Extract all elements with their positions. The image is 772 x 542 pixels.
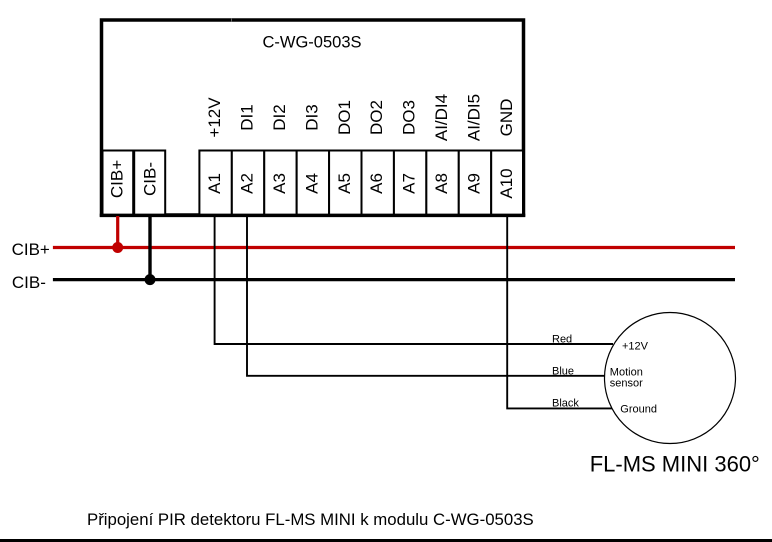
svg-text:A8: A8 <box>432 173 451 194</box>
svg-text:+12V: +12V <box>622 341 649 353</box>
svg-text:CIB-: CIB- <box>12 273 46 292</box>
svg-text:A5: A5 <box>335 173 354 194</box>
svg-text:AI/DI5: AI/DI5 <box>465 94 484 141</box>
svg-text:A7: A7 <box>400 173 419 194</box>
svg-text:DI3: DI3 <box>302 104 321 130</box>
svg-text:Blue: Blue <box>552 365 574 377</box>
svg-text:DI2: DI2 <box>270 104 289 130</box>
svg-text:sensor: sensor <box>610 378 643 390</box>
svg-text:CIB+: CIB+ <box>108 160 127 198</box>
svg-text:Ground: Ground <box>620 403 657 415</box>
svg-text:A10: A10 <box>497 168 516 198</box>
svg-text:Motion: Motion <box>610 366 643 378</box>
svg-text:Red: Red <box>552 333 572 345</box>
svg-text:CIB-: CIB- <box>140 162 159 196</box>
svg-text:+12V: +12V <box>205 97 224 138</box>
svg-text:DI1: DI1 <box>238 104 257 130</box>
svg-text:DO1: DO1 <box>335 100 354 135</box>
svg-text:FL-MS MINI 360°: FL-MS MINI 360° <box>590 452 760 477</box>
svg-text:A2: A2 <box>238 173 257 194</box>
svg-text:DO2: DO2 <box>367 100 386 135</box>
svg-text:A4: A4 <box>302 173 321 194</box>
svg-text:A1: A1 <box>205 173 224 194</box>
svg-text:C-WG-0503S: C-WG-0503S <box>262 33 361 51</box>
svg-text:GND: GND <box>497 99 516 137</box>
svg-text:A3: A3 <box>270 173 289 194</box>
svg-text:CIB+: CIB+ <box>12 240 50 259</box>
svg-text:Připojení PIR detektoru FL-MS: Připojení PIR detektoru FL-MS MINI k mod… <box>87 510 534 529</box>
svg-text:A6: A6 <box>367 173 386 194</box>
svg-text:A9: A9 <box>465 173 484 194</box>
svg-text:DO3: DO3 <box>400 100 419 135</box>
svg-text:Black: Black <box>552 398 579 410</box>
svg-text:AI/DI4: AI/DI4 <box>432 94 451 141</box>
